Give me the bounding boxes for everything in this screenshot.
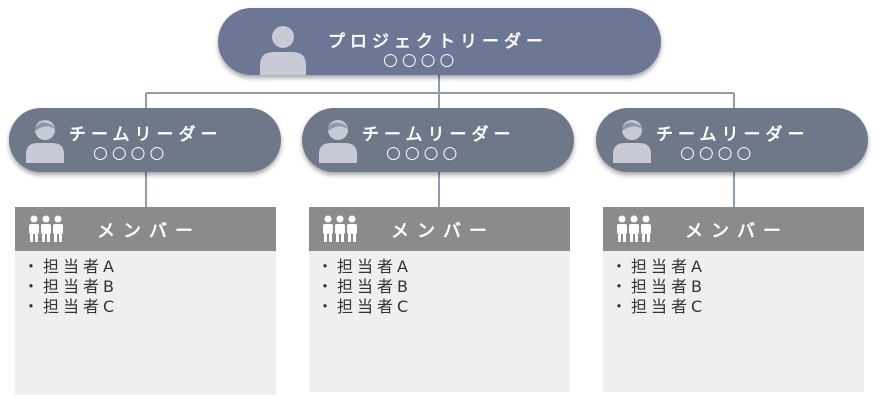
team-leader-title: チームリーダー bbox=[69, 125, 223, 145]
list-item: ・担当者B bbox=[611, 277, 706, 296]
team-leader-node: チームリーダー ○○○○ bbox=[302, 108, 574, 172]
member-header: メンバー bbox=[309, 207, 570, 251]
person-icon bbox=[319, 120, 357, 163]
member-list: ・担当者A ・担当者B ・担当者C bbox=[309, 251, 570, 317]
member-list: ・担当者A ・担当者B ・担当者C bbox=[15, 251, 276, 317]
group-icon bbox=[29, 215, 63, 242]
team-leader-placeholder: ○○○○ bbox=[386, 143, 462, 163]
person-icon bbox=[613, 120, 651, 163]
project-leader-node: プロジェクトリーダー ○○○○ bbox=[218, 8, 661, 75]
team-leader-node: チームリーダー ○○○○ bbox=[596, 108, 868, 172]
list-item: ・担当者C bbox=[611, 297, 707, 316]
member-box: メンバー ・担当者A ・担当者B ・担当者C bbox=[309, 207, 570, 392]
member-header-label: メンバー bbox=[391, 221, 495, 242]
member-header: メンバー bbox=[603, 207, 864, 251]
group-icon bbox=[323, 215, 357, 242]
team-leader-title: チームリーダー bbox=[362, 125, 516, 145]
group-icon bbox=[617, 215, 651, 242]
member-header: メンバー bbox=[15, 207, 276, 251]
person-icon bbox=[26, 120, 64, 163]
member-header-label: メンバー bbox=[97, 221, 201, 242]
team-leader-node: チームリーダー ○○○○ bbox=[9, 108, 281, 172]
member-header-label: メンバー bbox=[685, 221, 789, 242]
list-item: ・担当者A bbox=[317, 257, 412, 276]
project-leader-placeholder: ○○○○ bbox=[383, 50, 459, 70]
member-box: メンバー ・担当者A ・担当者B ・担当者C bbox=[15, 207, 276, 395]
list-item: ・担当者A bbox=[23, 257, 118, 276]
member-box: メンバー ・担当者A ・担当者B ・担当者C bbox=[603, 207, 864, 392]
person-icon bbox=[260, 26, 306, 75]
list-item: ・担当者B bbox=[23, 277, 118, 296]
member-list: ・担当者A ・担当者B ・担当者C bbox=[603, 251, 864, 317]
team-leader-placeholder: ○○○○ bbox=[93, 143, 169, 163]
team-leader-placeholder: ○○○○ bbox=[680, 143, 756, 163]
project-leader-title: プロジェクトリーダー bbox=[328, 32, 548, 52]
list-item: ・担当者C bbox=[317, 297, 413, 316]
list-item: ・担当者C bbox=[23, 297, 119, 316]
team-leader-title: チームリーダー bbox=[656, 125, 810, 145]
list-item: ・担当者A bbox=[611, 257, 706, 276]
list-item: ・担当者B bbox=[317, 277, 412, 296]
